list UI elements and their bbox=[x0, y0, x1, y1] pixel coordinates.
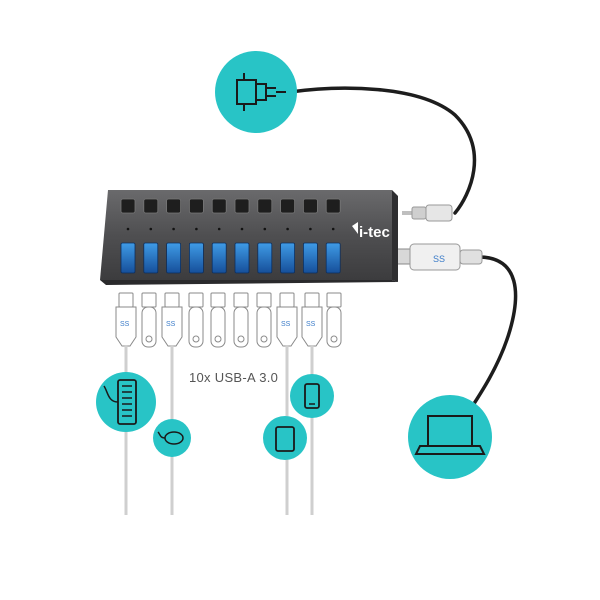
usb-a-port[interactable] bbox=[234, 242, 250, 274]
port-switch-button[interactable] bbox=[211, 198, 227, 214]
dc-power-connector bbox=[402, 204, 453, 222]
port-led bbox=[331, 227, 335, 231]
svg-text:SS: SS bbox=[433, 254, 445, 264]
brand-logo-text: i-tec bbox=[359, 224, 390, 241]
smartphone-icon bbox=[290, 374, 334, 418]
usb-a-port[interactable] bbox=[143, 242, 159, 274]
port-led bbox=[172, 227, 175, 231]
laptop-icon bbox=[408, 395, 492, 479]
power-cable bbox=[288, 86, 477, 215]
usb-a-port[interactable] bbox=[257, 242, 273, 274]
port-led bbox=[149, 227, 153, 231]
port-led bbox=[286, 227, 289, 231]
port-switch-button[interactable] bbox=[120, 198, 136, 214]
port-switch-button[interactable] bbox=[166, 198, 182, 214]
usb-a-port[interactable] bbox=[166, 242, 182, 274]
port-switch-button[interactable] bbox=[280, 198, 296, 214]
port-switch-buttons bbox=[120, 198, 341, 214]
usb-a-plug: SS bbox=[161, 292, 183, 347]
ports-caption: 10x USB-A 3.0 bbox=[189, 370, 279, 385]
port-leds bbox=[126, 227, 335, 231]
svg-text:SS: SS bbox=[306, 321, 316, 328]
port-led bbox=[217, 227, 221, 231]
usb-a-plug: SS bbox=[115, 292, 137, 347]
port-switch-button[interactable] bbox=[257, 198, 273, 214]
port-led bbox=[195, 227, 198, 231]
i-tec-logo: i-tec bbox=[352, 222, 390, 241]
usb-a-port[interactable] bbox=[302, 242, 318, 274]
usb-a-port[interactable] bbox=[325, 242, 341, 274]
usb-a-port[interactable] bbox=[188, 242, 204, 274]
usb-b-connector: SS bbox=[391, 243, 483, 271]
unused-port-plug bbox=[256, 292, 272, 348]
unused-port-plug bbox=[141, 292, 157, 348]
keyboard-icon bbox=[96, 372, 156, 432]
usb-a-plug: SS bbox=[301, 292, 323, 347]
power-plug-icon bbox=[215, 51, 297, 133]
usb-a-port[interactable] bbox=[120, 242, 136, 274]
usb-a-port[interactable] bbox=[211, 242, 227, 274]
port-switch-button[interactable] bbox=[188, 198, 204, 214]
port-led bbox=[240, 227, 244, 231]
port-led bbox=[309, 227, 312, 231]
usb-a-port[interactable] bbox=[280, 242, 296, 274]
port-led bbox=[263, 227, 267, 231]
svg-text:SS: SS bbox=[166, 321, 176, 328]
usb-a-plug: SS bbox=[276, 292, 298, 347]
tablet-icon bbox=[263, 416, 307, 460]
port-switch-button[interactable] bbox=[234, 198, 250, 214]
port-switch-button[interactable] bbox=[143, 198, 159, 214]
usb-plugs: SS SS SS SS bbox=[115, 292, 342, 348]
svg-text:SS: SS bbox=[281, 321, 291, 328]
port-switch-button[interactable] bbox=[325, 198, 341, 214]
port-switch-button[interactable] bbox=[302, 198, 318, 214]
unused-port-plug bbox=[210, 292, 226, 348]
svg-text:SS: SS bbox=[120, 321, 130, 328]
unused-port-plug bbox=[326, 292, 342, 348]
unused-port-plug bbox=[233, 292, 249, 348]
port-led bbox=[126, 227, 130, 231]
usb-b-cable bbox=[460, 255, 518, 424]
usb-a-ports bbox=[120, 242, 341, 274]
mouse-icon bbox=[153, 419, 191, 457]
unused-port-plug bbox=[188, 292, 204, 348]
